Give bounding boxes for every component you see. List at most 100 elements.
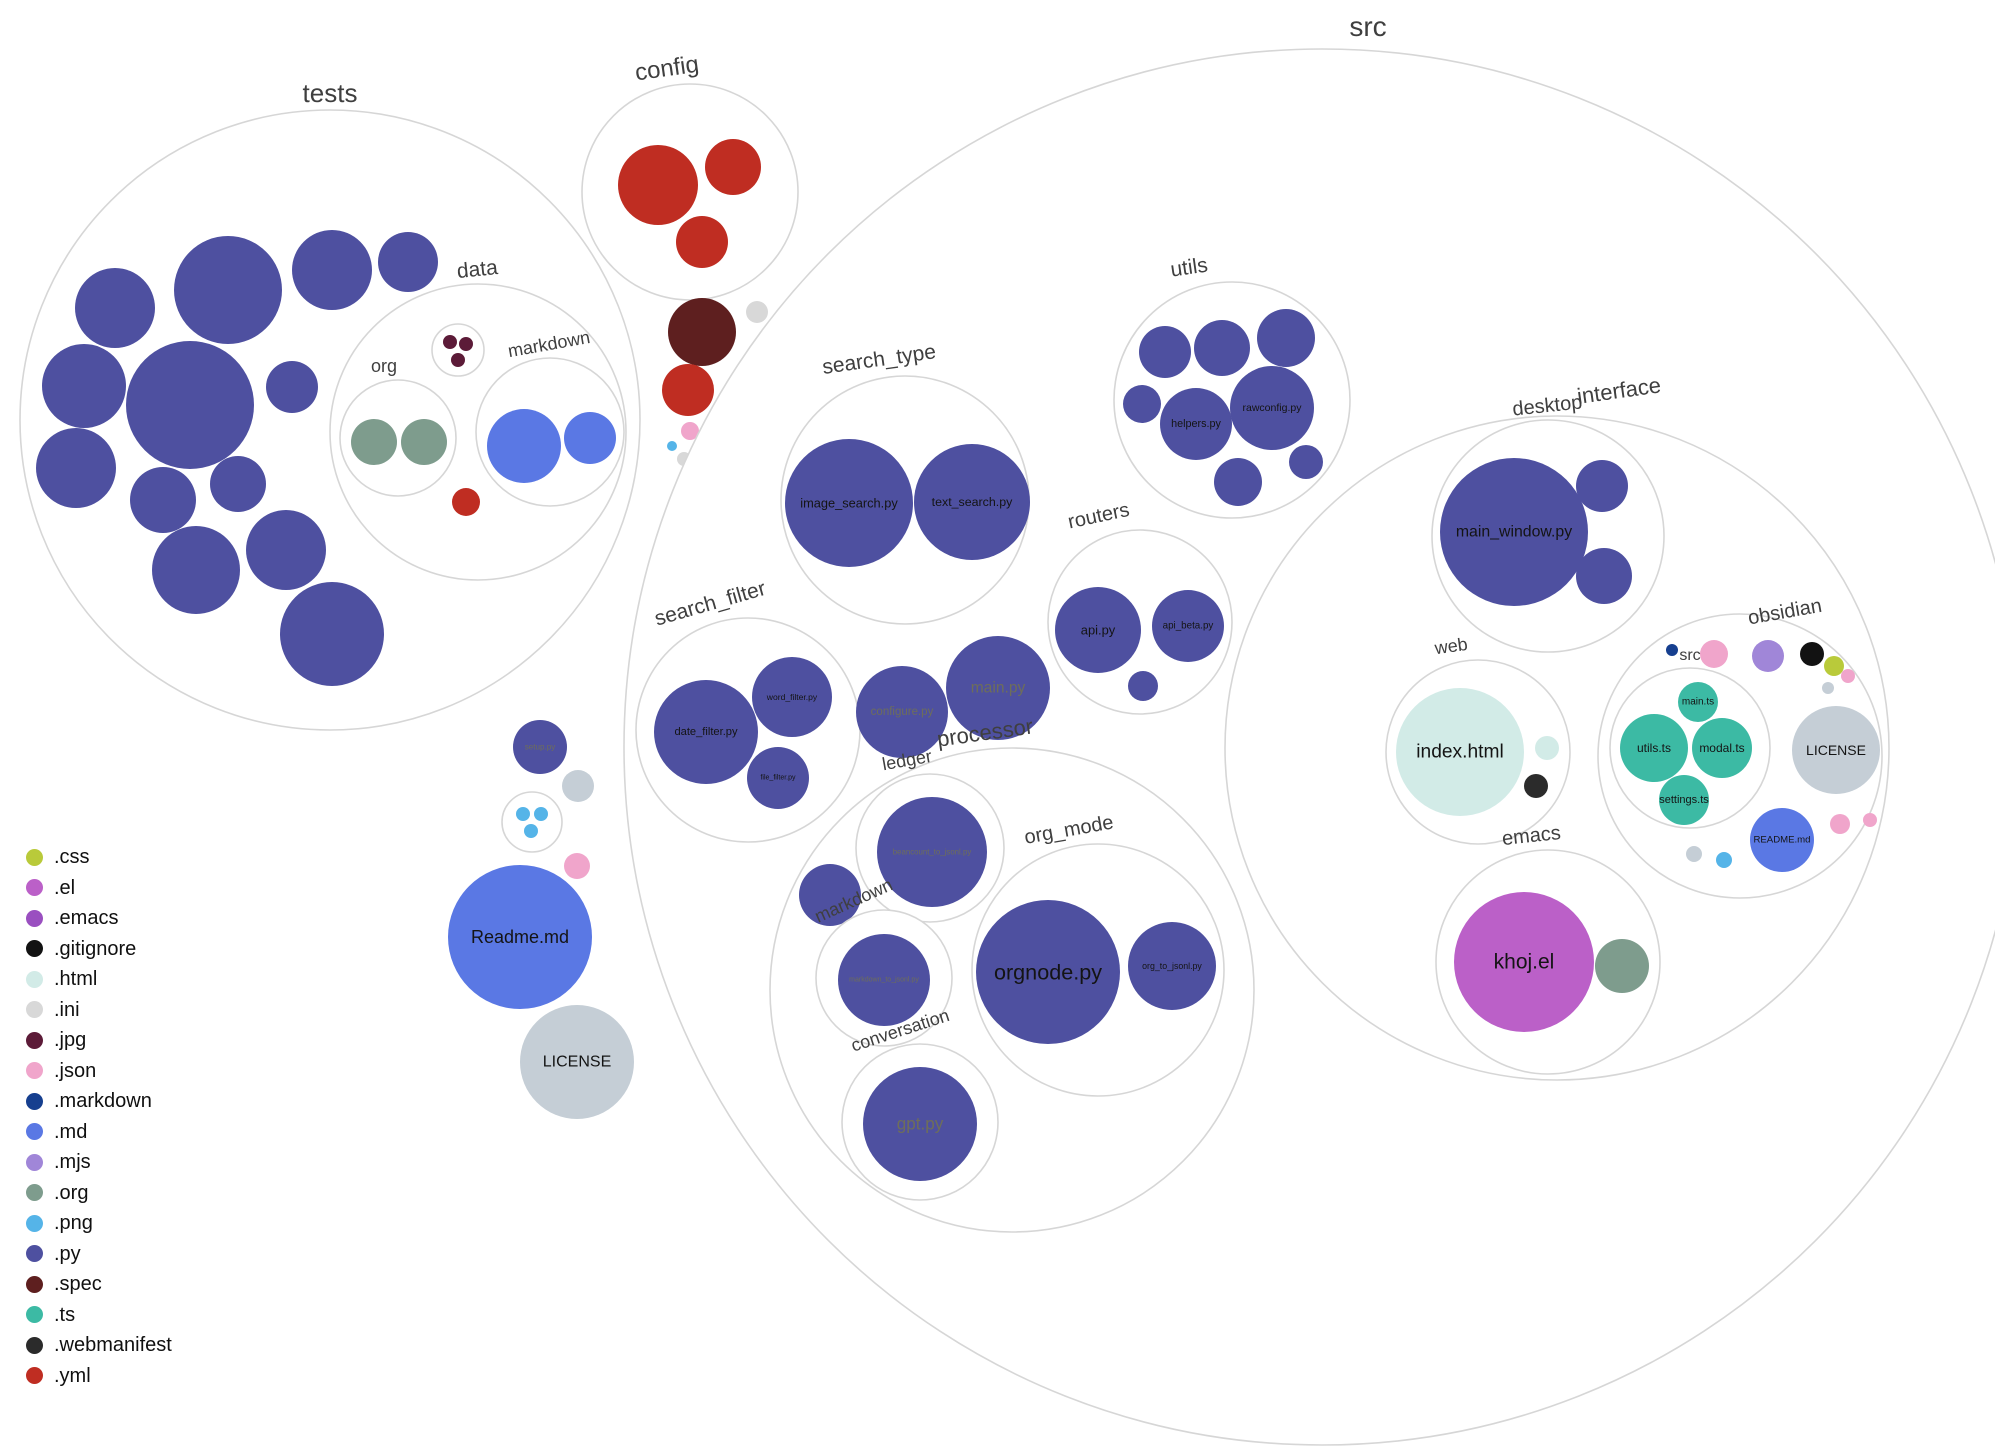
legend-swatch-emacs — [26, 909, 43, 927]
file-circle-py — [130, 467, 196, 533]
legend-item-yml: .yml — [26, 1365, 172, 1387]
file-circle-py — [36, 428, 116, 508]
legend-swatch-yml — [26, 1367, 43, 1384]
file-circle-mjs — [1752, 640, 1784, 672]
file-circle-org — [401, 419, 447, 465]
file-circle-py — [126, 341, 254, 469]
file-label-readme-md: README.md — [1753, 835, 1810, 846]
file-circle-helpers-py — [1160, 388, 1232, 460]
legend-swatch-spec — [26, 1275, 43, 1293]
file-label-date-filter-py: date_filter.py — [674, 726, 738, 738]
legend-label-py: .py — [54, 1242, 81, 1265]
file-circle-none — [1686, 846, 1702, 862]
file-circle-gitignore — [1800, 642, 1824, 666]
file-circle-yml — [452, 488, 480, 516]
file-circle-html — [1535, 736, 1559, 760]
file-label-markdown-to-jsonl-py: markdown_to_jsonl.py — [849, 977, 919, 984]
circles-layer — [19, 48, 1995, 1446]
file-label-beancount-to-jsonl-py: beancount_to_jsonl.py — [893, 848, 972, 857]
legend-item-mjs: .mjs — [26, 1151, 172, 1173]
file-circle-main-window-py — [1440, 458, 1588, 606]
file-circle-yml — [618, 145, 698, 225]
legend-label-md: .md — [54, 1120, 88, 1143]
legend-label-html: .html — [54, 968, 98, 990]
legend-label-ts: .ts — [54, 1303, 76, 1326]
file-circle-index-html — [1396, 688, 1524, 816]
file-circle-settings-ts — [1659, 775, 1709, 825]
legend-label-png: .png — [54, 1212, 93, 1234]
file-circle-file-filter-py — [747, 747, 809, 809]
file-circle-beancount-to-jsonl-py — [877, 797, 987, 907]
file-circle-py — [799, 864, 861, 926]
file-circle-yml — [705, 139, 761, 195]
file-label-gpt-py: gpt.py — [897, 1115, 944, 1134]
file-circle-license — [1792, 706, 1880, 794]
file-circle-py — [1576, 548, 1632, 604]
file-circle-setup-py — [513, 720, 567, 774]
file-circle-json — [681, 422, 699, 440]
file-circle-utils-ts — [1620, 714, 1688, 782]
legend-item-ts: .ts — [26, 1304, 172, 1326]
legend-swatch-ts — [26, 1306, 43, 1323]
legend-label-jpg: .jpg — [54, 1029, 87, 1051]
legend-item-markdown: .markdown — [26, 1090, 172, 1112]
legend-label-mjs: .mjs — [54, 1151, 91, 1173]
file-circle-json — [1863, 813, 1877, 827]
file-label-readme-md: Readme.md — [471, 927, 569, 947]
legend-swatch-py — [26, 1245, 43, 1262]
file-label-index-html: index.html — [1416, 742, 1503, 763]
file-circle-org-to-jsonl-py — [1128, 922, 1216, 1010]
legend-item-emacs: .emacs — [26, 907, 172, 929]
legend-swatch-gitignore — [26, 940, 43, 957]
dir-label-config: config — [633, 51, 700, 87]
file-circle-main-ts — [1678, 682, 1718, 722]
dir-label-utils: utils — [1169, 254, 1209, 282]
file-label-modal-ts: modal.ts — [1699, 741, 1744, 755]
file-circle-configure-py — [856, 666, 948, 758]
file-label-setup-py: setup.py — [525, 743, 557, 752]
legend-item-py: .py — [26, 1243, 172, 1265]
legend-item-gitignore: .gitignore — [26, 938, 172, 960]
dir-circle-org — [339, 379, 457, 497]
file-circle-py — [1257, 309, 1315, 367]
file-circle-ini — [746, 301, 768, 323]
file-circle-py — [1214, 458, 1262, 506]
file-circle-rawconfig-py — [1230, 366, 1314, 450]
file-label-main-ts: main.ts — [1682, 697, 1714, 708]
file-label-helpers-py: helpers.py — [1171, 418, 1221, 430]
dir-circle-unnamed — [501, 791, 563, 853]
file-circle-license — [520, 1005, 634, 1119]
file-circle-markdown — [1666, 644, 1678, 656]
file-label-api-py: api.py — [1081, 623, 1116, 638]
file-circle-png — [524, 824, 538, 838]
legend-label-org: .org — [54, 1181, 89, 1204]
file-circle-date-filter-py — [654, 680, 758, 784]
legend-item-json: .json — [26, 1060, 172, 1082]
legend-swatch-ini — [26, 1001, 43, 1018]
file-circle-py — [246, 510, 326, 590]
file-circle-py — [42, 344, 126, 428]
file-circle-py — [1576, 460, 1628, 512]
file-circle-png — [516, 807, 530, 821]
legend-item-spec: .spec — [26, 1273, 172, 1295]
legend-swatch-el — [26, 879, 43, 896]
legend-label-ini: .ini — [54, 998, 80, 1021]
file-circle-md — [487, 409, 561, 483]
file-circle-json — [564, 853, 590, 879]
file-circle-py — [1139, 326, 1191, 378]
legend-label-el: .el — [54, 876, 76, 899]
dir-label-web: web — [1432, 634, 1468, 659]
legend-swatch-json — [26, 1062, 43, 1079]
extension-legend: .css.el.emacs.gitignore.html.ini.jpg.jso… — [26, 846, 172, 1395]
file-circle-yml — [676, 216, 728, 268]
legend-item-org: .org — [26, 1182, 172, 1204]
file-circle-py — [174, 236, 282, 344]
file-label-api-beta-py: api_beta.py — [1163, 621, 1214, 632]
file-circle-jpg — [459, 337, 473, 351]
file-circle-py — [1123, 385, 1161, 423]
legend-swatch-png — [26, 1214, 43, 1232]
file-circle-jpg — [451, 353, 465, 367]
file-label-settings-ts: settings.ts — [1659, 794, 1709, 806]
file-circle-webmanifest — [1524, 774, 1548, 798]
legend-swatch-webmanifest — [26, 1336, 43, 1354]
